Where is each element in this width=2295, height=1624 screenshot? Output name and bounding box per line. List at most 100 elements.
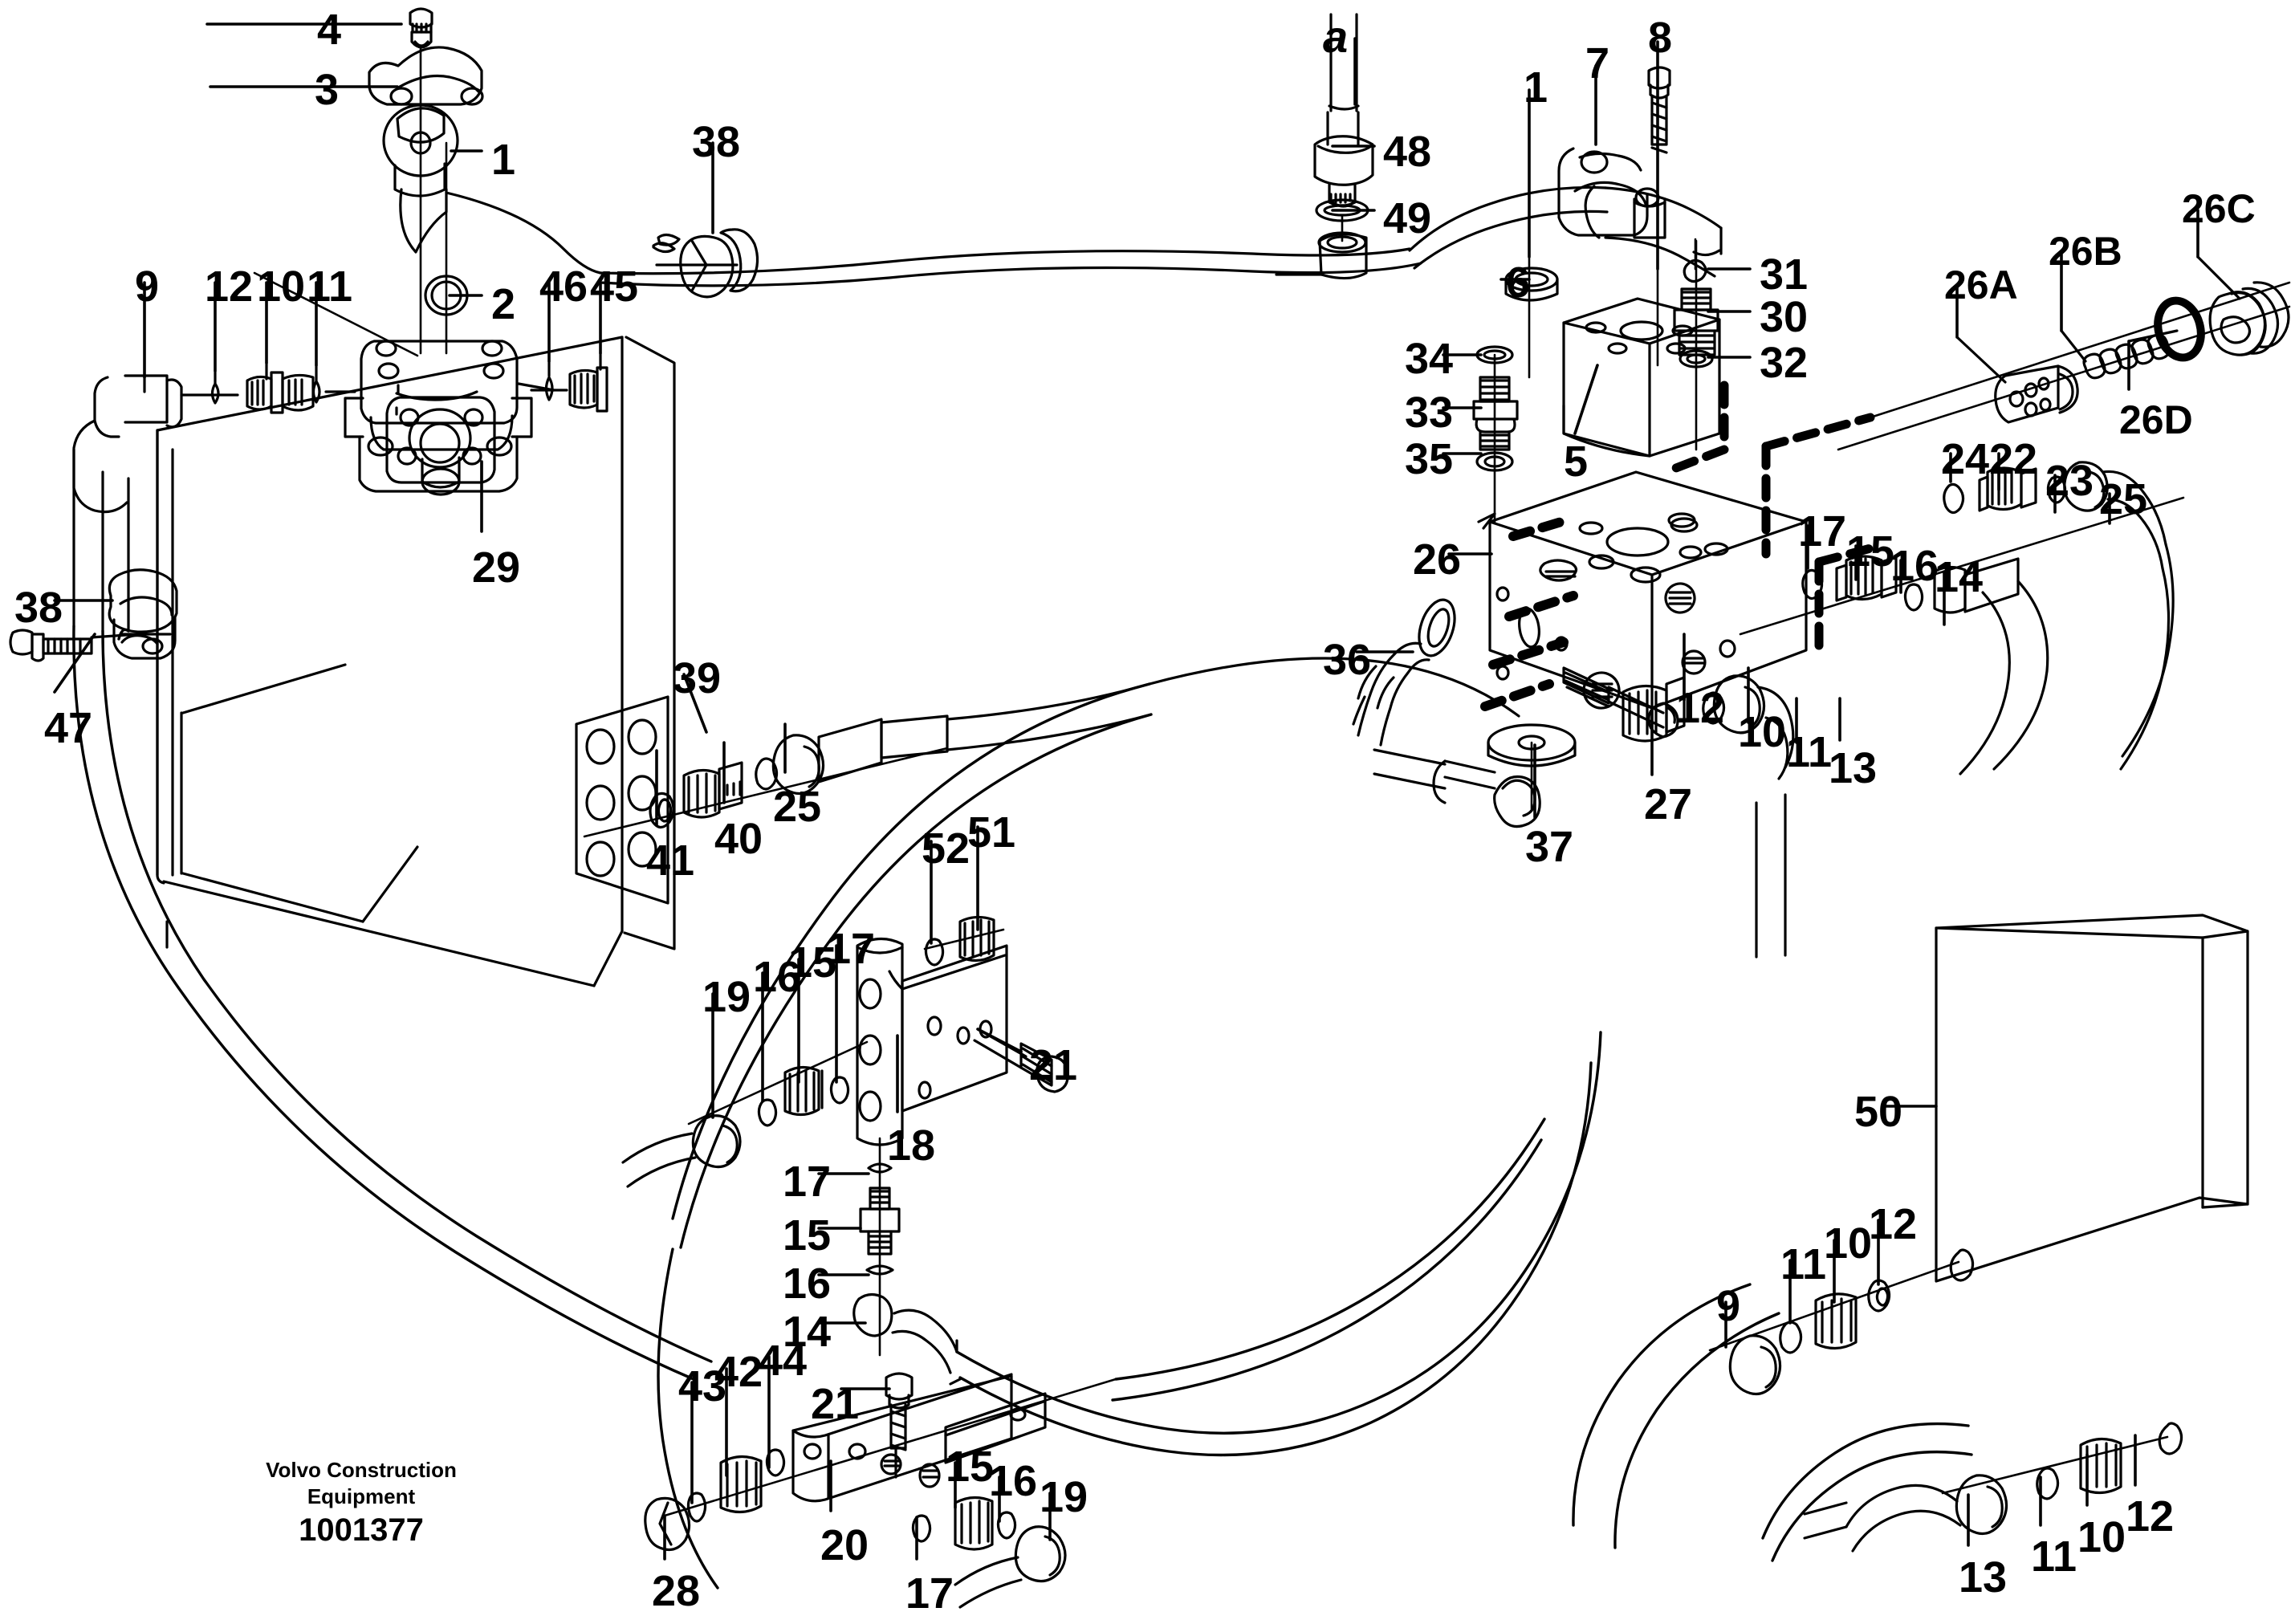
callout-17: 17: [783, 1158, 832, 1206]
callout-15: 15: [946, 1443, 995, 1491]
callout-38: 38: [692, 118, 741, 166]
callout-4: 4: [317, 6, 342, 54]
callout-17: 17: [905, 1569, 954, 1618]
callout-23: 23: [2045, 457, 2094, 505]
callout-15: 15: [1846, 527, 1895, 576]
valve-body-5: [1562, 297, 1721, 458]
callout-13: 13: [1959, 1553, 2008, 1602]
callout-22: 22: [1989, 435, 2038, 483]
elbow-13-train: [1622, 674, 1795, 959]
callout-26A: 26A: [1944, 263, 2018, 307]
callout-44: 44: [759, 1337, 808, 1385]
callout-19: 19: [1040, 1473, 1088, 1521]
callout-19: 19: [702, 973, 751, 1021]
callout-24: 24: [1941, 435, 1990, 483]
callout-17: 17: [827, 925, 876, 973]
parts-34-33-35: [1472, 345, 1519, 530]
callout-12: 12: [205, 263, 254, 311]
callout-13: 13: [1829, 744, 1878, 792]
callout-11: 11: [1780, 1240, 1827, 1288]
callout-33: 33: [1405, 389, 1454, 437]
callout-28: 28: [652, 1567, 701, 1615]
callout-37: 37: [1525, 823, 1574, 871]
callout-49: 49: [1383, 194, 1432, 242]
callout-42: 42: [714, 1348, 763, 1396]
callout-12: 12: [2126, 1492, 2175, 1541]
callout-26B: 26B: [2049, 229, 2122, 274]
callout-11: 11: [1786, 728, 1833, 776]
callout-16: 16: [989, 1457, 1038, 1505]
callout-26C: 26C: [2182, 186, 2256, 231]
callout-16: 16: [753, 953, 802, 1001]
callout-34: 34: [1405, 335, 1454, 383]
callout-5: 5: [1564, 438, 1589, 486]
callout-10: 10: [1824, 1219, 1873, 1268]
callout-9: 9: [135, 263, 160, 311]
callout-11: 11: [307, 263, 353, 311]
callout-40: 40: [714, 815, 763, 863]
callout-9: 9: [1716, 1282, 1741, 1330]
callout-14: 14: [783, 1308, 832, 1356]
callout-12: 12: [1676, 684, 1725, 732]
callout-1: 1: [1524, 63, 1548, 112]
company-name-line1: Volvo Construction: [266, 1458, 457, 1482]
callout-32: 32: [1760, 339, 1809, 387]
callout-10: 10: [257, 263, 306, 311]
cartridge-valve-26abcd: [1869, 255, 2291, 424]
callout-20: 20: [820, 1521, 869, 1569]
clamp-38-top: [652, 228, 759, 299]
parts-31-30-32: [1673, 238, 1719, 451]
callout-15: 15: [788, 938, 837, 987]
callout-26: 26: [1413, 535, 1462, 584]
callout-41: 41: [646, 836, 695, 885]
hydraulic-tank: [156, 336, 676, 987]
callout-2: 2: [491, 280, 516, 328]
callout-16: 16: [1890, 542, 1939, 590]
callout-48: 48: [1383, 128, 1432, 176]
callout-43: 43: [678, 1362, 727, 1410]
bracket-7-bolt-8: [1504, 66, 1671, 379]
callout-8: 8: [1648, 14, 1673, 62]
callout-16: 16: [783, 1260, 832, 1308]
callout-21: 21: [811, 1380, 860, 1428]
callout-15: 15: [783, 1211, 832, 1260]
callout-25: 25: [773, 783, 822, 831]
callout-25: 25: [2099, 475, 2148, 523]
callout-14: 14: [1935, 553, 1984, 601]
callout-36: 36: [1323, 636, 1372, 684]
callout-26D: 26D: [2119, 397, 2193, 442]
callout-10: 10: [1738, 708, 1787, 756]
callout-46: 46: [539, 263, 588, 311]
callout-18: 18: [887, 1121, 936, 1170]
callout-52: 52: [922, 824, 970, 873]
callout-29: 29: [472, 543, 521, 592]
drawing-number: 1001377: [299, 1512, 424, 1548]
callout-1: 1: [491, 136, 516, 184]
callout-6: 6: [1506, 258, 1531, 307]
callout-3: 3: [315, 66, 340, 114]
callout-21: 21: [1029, 1041, 1078, 1089]
callout-50: 50: [1854, 1088, 1903, 1136]
cooler-50: [1708, 914, 2249, 1553]
bracket-18-assembly: [621, 915, 1069, 1386]
callout-12: 12: [1869, 1200, 1918, 1248]
hose-routing-curves: [72, 625, 1973, 1589]
callout-17: 17: [1798, 507, 1847, 556]
callout-38: 38: [14, 584, 63, 632]
callout-51: 51: [967, 808, 1016, 857]
callout-35: 35: [1405, 435, 1454, 483]
callout-11: 11: [2031, 1532, 2077, 1581]
callout-39: 39: [673, 654, 722, 702]
right-fitting-trains: [1739, 305, 2291, 775]
callout-45: 45: [590, 263, 639, 311]
callout-7: 7: [1585, 39, 1610, 88]
callout-a: a: [1323, 11, 1349, 62]
bracket-20-assembly: [644, 1372, 1117, 1609]
callout-47: 47: [44, 704, 93, 752]
elbows-36-37-bolt-27: [1352, 598, 1679, 828]
callout-30: 30: [1760, 293, 1809, 341]
leader-lines: [53, 22, 2199, 1561]
clamp-38-bolt-47: [9, 568, 178, 662]
hose-1-top: [445, 13, 1723, 287]
